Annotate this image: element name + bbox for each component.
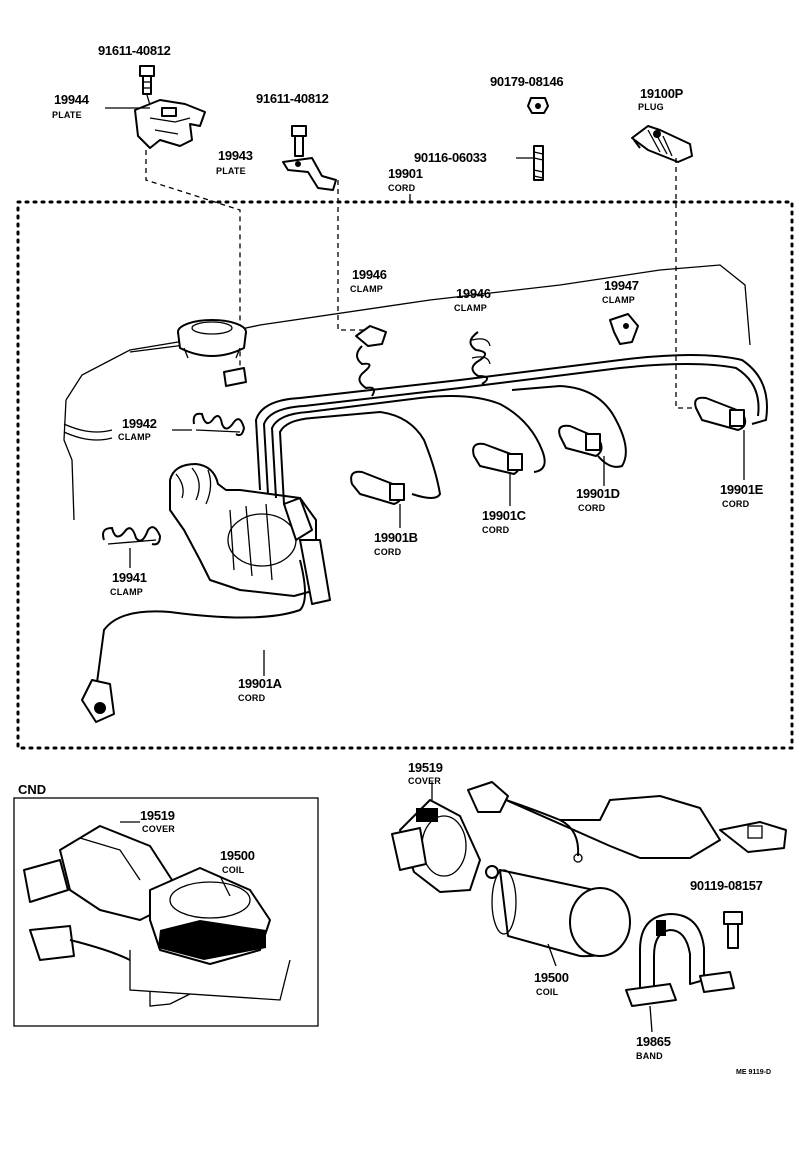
bolt-91611-40812-b: [291, 125, 307, 157]
nut-90179-08146: [527, 97, 549, 114]
part-label-c19: COVER: [142, 824, 175, 834]
part-number-c5: 90179-08146: [490, 74, 563, 89]
part-number-c17: 19901E: [720, 482, 764, 497]
cord-boot-19901E: [694, 396, 747, 431]
leader-19865: [649, 1005, 653, 1033]
plate-19943: [282, 157, 337, 191]
stud-90116-06033: [533, 145, 544, 181]
clamp-19942: [192, 412, 246, 437]
part-label-c8: CORD: [388, 183, 416, 193]
part-label-c12: CLAMP: [118, 432, 151, 442]
cnd-assembly: [23, 825, 291, 1007]
engine-outline: [63, 264, 751, 521]
part-number-c1: 91611-40812: [98, 43, 171, 58]
part-number-c18: 19901A: [238, 676, 283, 691]
part-number-c15: 19901C: [482, 508, 527, 523]
clamp-19941: [102, 526, 162, 546]
cord-boot-19901B: [350, 470, 405, 505]
cover-19519: [391, 799, 481, 893]
cnd-inset-frame: [13, 797, 319, 1027]
part-number-c6: 19100P: [640, 86, 684, 101]
part-number-c3: 91611-40812: [256, 91, 329, 106]
part-number-c12: 19942: [122, 416, 157, 431]
cord-boot-19901A: [81, 679, 115, 723]
part-label-c6: PLUG: [638, 102, 664, 112]
coil-19500: [485, 865, 631, 958]
dashed-ref-2: [337, 180, 368, 331]
cord-boot-19901C: [472, 442, 523, 475]
part-number-c22: 90119-08157: [690, 878, 763, 893]
ignition-cord-bundle: [95, 354, 768, 691]
bolt-91611-40812-a: [139, 65, 155, 95]
part-label-c2: PLATE: [52, 110, 82, 120]
part-label-c20: COIL: [222, 865, 245, 875]
part-number-c23: 19500: [534, 970, 569, 985]
part-number-c14: 19901B: [374, 530, 418, 545]
part-number-c2: 19944: [54, 92, 90, 107]
part-number-c8: 19901: [388, 166, 423, 181]
part-label-c24: BAND: [636, 1051, 663, 1061]
part-label-c11: CLAMP: [602, 295, 635, 305]
part-label-c23: COIL: [536, 987, 559, 997]
leader-19500: [547, 943, 557, 967]
part-label-c21: COVER: [408, 776, 441, 786]
plate-19944: [134, 99, 206, 149]
part-label-c16: CORD: [578, 503, 606, 513]
part-label-c10: CLAMP: [454, 303, 487, 313]
inset-title: CND: [18, 782, 46, 797]
distributor: [169, 463, 331, 605]
part-number-c24: 19865: [636, 1034, 671, 1049]
part-number-c20: 19500: [220, 848, 255, 863]
part-label-c9: CLAMP: [350, 284, 383, 294]
part-number-c13: 19941: [112, 570, 147, 585]
part-number-c7: 90116-06033: [414, 150, 487, 165]
dashed-ref-1: [145, 150, 241, 370]
clamp-19946-a: [355, 325, 387, 397]
part-label-c13: CLAMP: [110, 587, 143, 597]
part-number-c21: 19519: [408, 760, 443, 775]
part-label-c17: CORD: [722, 499, 750, 509]
igniter-module: [467, 781, 787, 863]
callout-labels: 91611-4081219944PLATE91611-4081219943PLA…: [52, 43, 764, 1061]
part-number-c19: 19519: [140, 808, 175, 823]
part-label-c18: CORD: [238, 693, 266, 703]
band-19865: [625, 913, 735, 1007]
reference-number: ME 9119-D: [736, 1069, 771, 1076]
cord-boot-19901D: [558, 424, 603, 457]
leader-cnd-19500: [219, 875, 231, 897]
part-number-c4: 19943: [218, 148, 253, 163]
part-label-c14: CORD: [374, 547, 402, 557]
spark-plug-19100P: [631, 125, 693, 163]
assembly-boundary: [16, 200, 794, 750]
clamp-19947: [609, 313, 639, 345]
part-label-c4: PLATE: [216, 166, 246, 176]
dashed-ref-3: [675, 158, 700, 409]
leader-bolt-a: [146, 94, 151, 106]
bolt-90119-08157: [723, 911, 743, 949]
part-number-c11: 19947: [604, 278, 639, 293]
part-number-c10: 19946: [456, 286, 491, 301]
part-number-c16: 19901D: [576, 486, 620, 501]
part-number-c9: 19946: [352, 267, 387, 282]
part-label-c15: CORD: [482, 525, 510, 535]
